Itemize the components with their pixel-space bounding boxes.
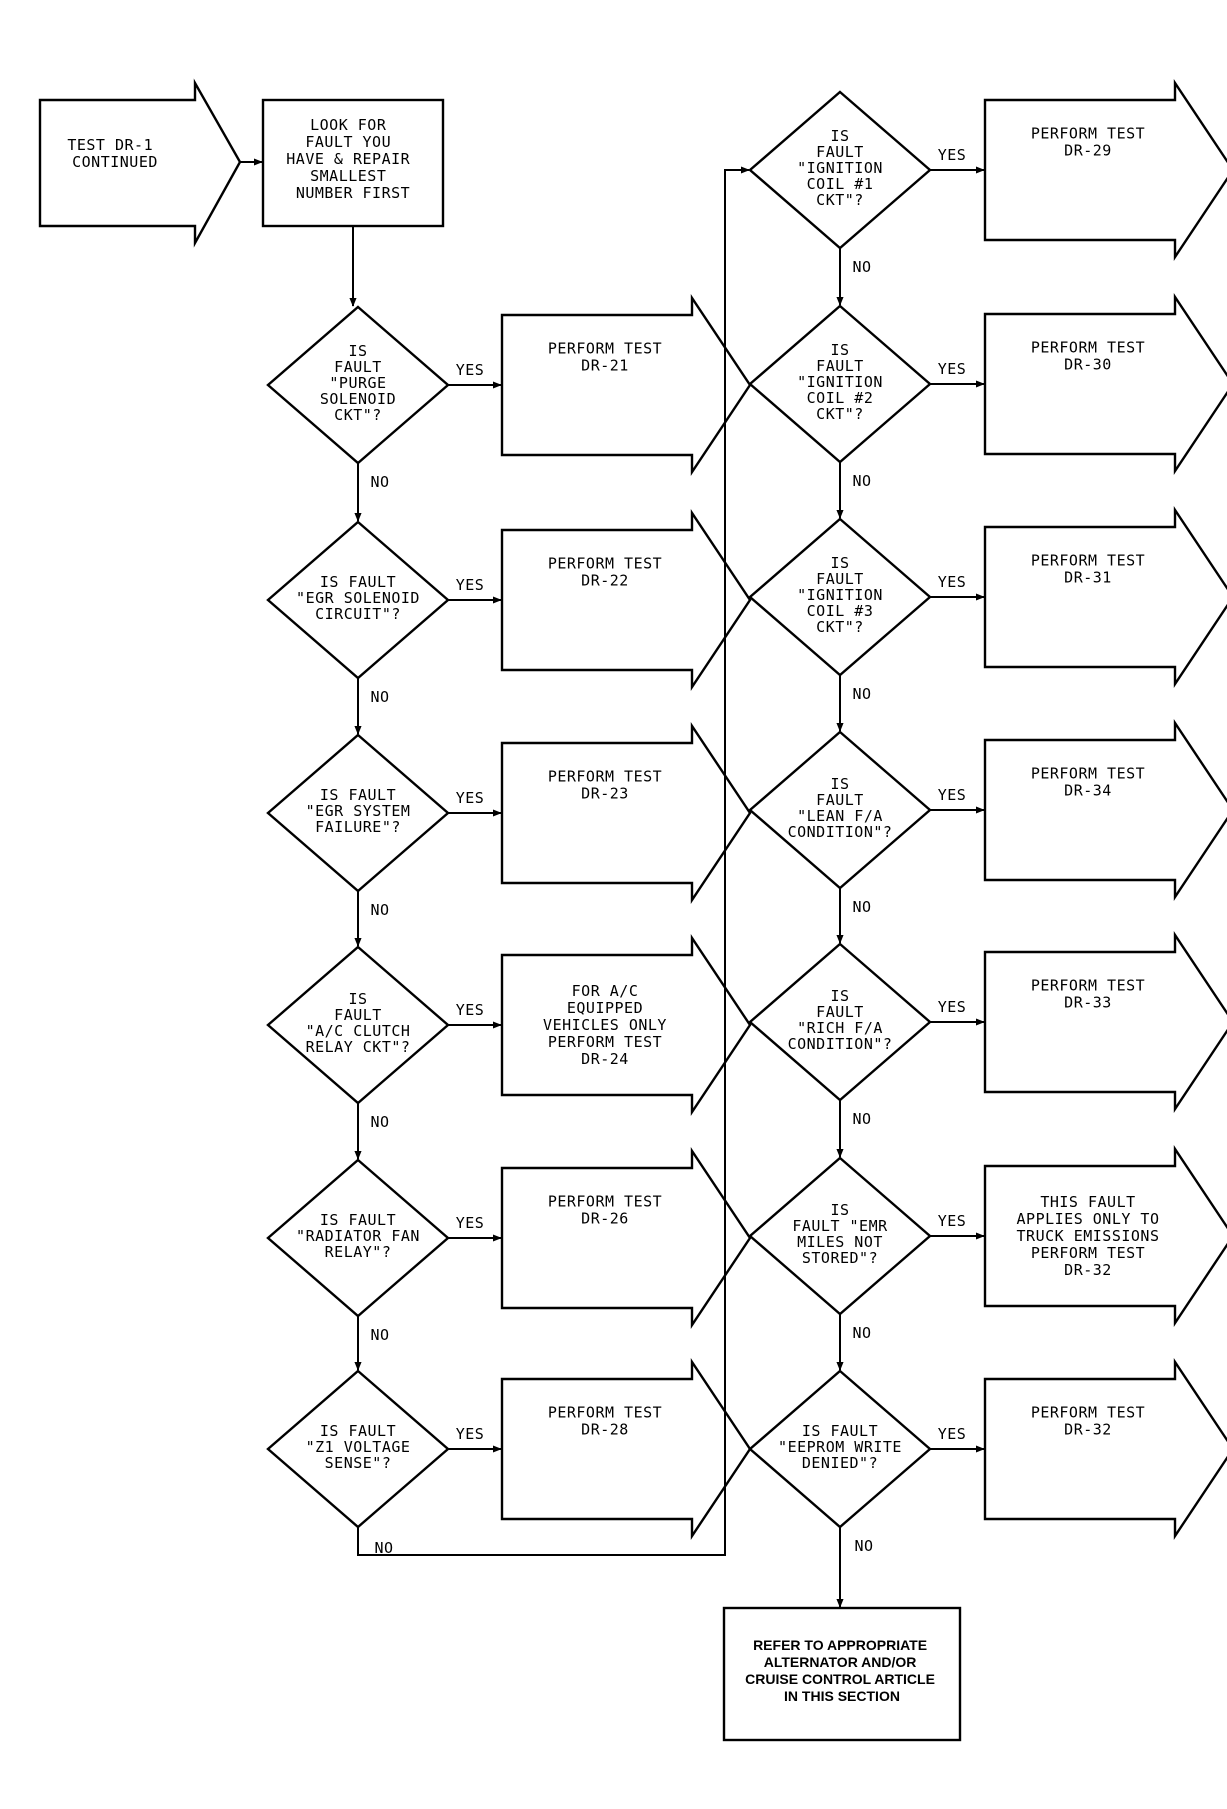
action-arrow-box bbox=[983, 1358, 1227, 1540]
no-label: NO bbox=[370, 688, 389, 706]
action-arrow-box bbox=[983, 506, 1227, 688]
yes-label: YES bbox=[456, 361, 485, 379]
no-label: NO bbox=[370, 473, 389, 491]
intro-text: LOOK FOR FAULT YOU HAVE & REPAIR SMALLES… bbox=[286, 116, 419, 202]
no-label: NO bbox=[370, 901, 389, 919]
final-node: REFER TO APPROPRIATE ALTERNATOR AND/OR C… bbox=[722, 1606, 962, 1742]
yes-label: YES bbox=[938, 146, 967, 164]
action-arrow-box bbox=[500, 934, 752, 1116]
no-label: NO bbox=[852, 1110, 871, 1128]
action-arrow-box bbox=[983, 293, 1227, 475]
no-label: NO bbox=[374, 1539, 393, 1557]
no-label: NO bbox=[854, 1537, 873, 1555]
action-arrow-box bbox=[983, 719, 1227, 901]
action-arrow-box bbox=[500, 1147, 752, 1329]
column-link-connector bbox=[357, 166, 750, 1556]
intro-node: LOOK FOR FAULT YOU HAVE & REPAIR SMALLES… bbox=[261, 98, 445, 228]
no-label: NO bbox=[852, 685, 871, 703]
action-arrow-box bbox=[500, 509, 752, 691]
yes-label: YES bbox=[456, 1425, 485, 1443]
yes-label: YES bbox=[938, 1212, 967, 1230]
final-text: REFER TO APPROPRIATE ALTERNATOR AND/OR C… bbox=[745, 1637, 939, 1704]
no-label: NO bbox=[370, 1326, 389, 1344]
yes-label: YES bbox=[456, 1214, 485, 1232]
no-label: NO bbox=[370, 1113, 389, 1131]
yes-label: YES bbox=[938, 573, 967, 591]
yes-label: YES bbox=[456, 1001, 485, 1019]
action-arrow-box bbox=[983, 1145, 1227, 1327]
action-arrow-box bbox=[983, 931, 1227, 1113]
no-label: NO bbox=[852, 1324, 871, 1342]
action-arrow-box bbox=[500, 1358, 752, 1540]
no-label: NO bbox=[852, 258, 871, 276]
action-arrow-box bbox=[500, 722, 752, 904]
action-arrow-box bbox=[983, 79, 1227, 261]
yes-label: YES bbox=[938, 786, 967, 804]
no-label: NO bbox=[852, 898, 871, 916]
yes-label: YES bbox=[938, 1425, 967, 1443]
no-label: NO bbox=[852, 472, 871, 490]
start-node: TEST DR-1 CONTINUED bbox=[38, 78, 242, 248]
yes-label: YES bbox=[938, 998, 967, 1016]
yes-label: YES bbox=[938, 360, 967, 378]
action-arrow-box bbox=[500, 294, 752, 476]
yes-label: YES bbox=[456, 576, 485, 594]
yes-label: YES bbox=[456, 789, 485, 807]
start-text: TEST DR-1 CONTINUED bbox=[67, 136, 162, 171]
